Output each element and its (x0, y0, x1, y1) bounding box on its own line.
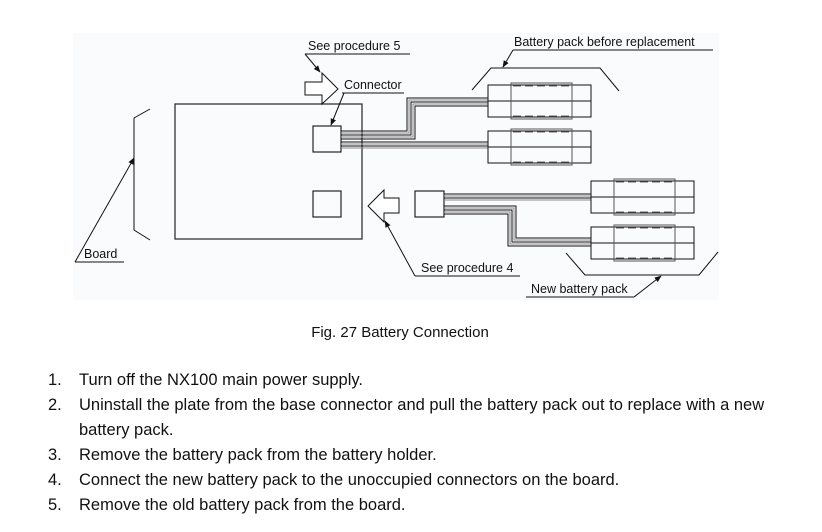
new-battery-label: New battery pack (531, 282, 628, 296)
wires-new-pack (444, 193, 591, 247)
step-number: 3. (48, 446, 62, 464)
procedure-4-label: See procedure 4 (421, 261, 513, 275)
step-item: 1. Turn off the NX100 main power supply. (40, 368, 800, 393)
battery-pack-old-2 (487, 128, 592, 166)
procedure-5-leader (304, 53, 321, 73)
diagram-background (73, 33, 719, 300)
step-text: Turn off the NX100 main power supply. (79, 371, 364, 389)
step-number: 2. (48, 396, 62, 414)
connector-unoccupied (312, 190, 342, 218)
step-item: 2. Uninstall the plate from the base con… (40, 393, 800, 443)
procedure-4-arrow-icon (367, 188, 400, 224)
new-battery-bracket (565, 251, 719, 276)
new-pack-connector (414, 190, 445, 218)
procedure-4-leader (384, 220, 416, 277)
step-text: Connect the new battery pack to the unoc… (79, 471, 620, 489)
procedure-steps: 1. Turn off the NX100 main power supply.… (40, 368, 800, 518)
procedure-5-arrow-icon (304, 71, 339, 106)
battery-pack-old-1 (487, 82, 592, 120)
battery-pack-new-1 (590, 178, 695, 216)
wires-old-pack (341, 97, 488, 149)
board-label: Board (84, 247, 117, 261)
step-text: Uninstall the plate from the base connec… (79, 396, 765, 439)
battery-pack-new-2 (590, 224, 695, 262)
procedure-5-label: See procedure 5 (308, 39, 400, 53)
step-item: 3. Remove the battery pack from the batt… (40, 443, 800, 468)
step-number: 5. (48, 496, 62, 514)
battery-before-leader (502, 49, 514, 68)
board-leader (74, 157, 135, 263)
new-battery-leader (633, 275, 662, 298)
step-text: Remove the old battery pack from the boa… (79, 496, 406, 514)
board-bracket (133, 108, 151, 241)
figure-caption: Fig. 27 Battery Connection (311, 324, 489, 341)
board (174, 103, 363, 240)
connector-leader (330, 92, 345, 126)
battery-before-bracket (471, 67, 620, 92)
step-number: 4. (48, 471, 62, 489)
step-item: 4. Connect the new battery pack to the u… (40, 468, 800, 493)
battery-before-label: Battery pack before replacement (514, 35, 695, 49)
step-number: 1. (48, 371, 62, 389)
step-text: Remove the battery pack from the battery… (79, 446, 437, 464)
step-item: 5. Remove the old battery pack from the … (40, 493, 800, 518)
battery-connection-diagram: Board See procedure 5 Connector (73, 33, 719, 300)
connector-label: Connector (344, 78, 402, 92)
